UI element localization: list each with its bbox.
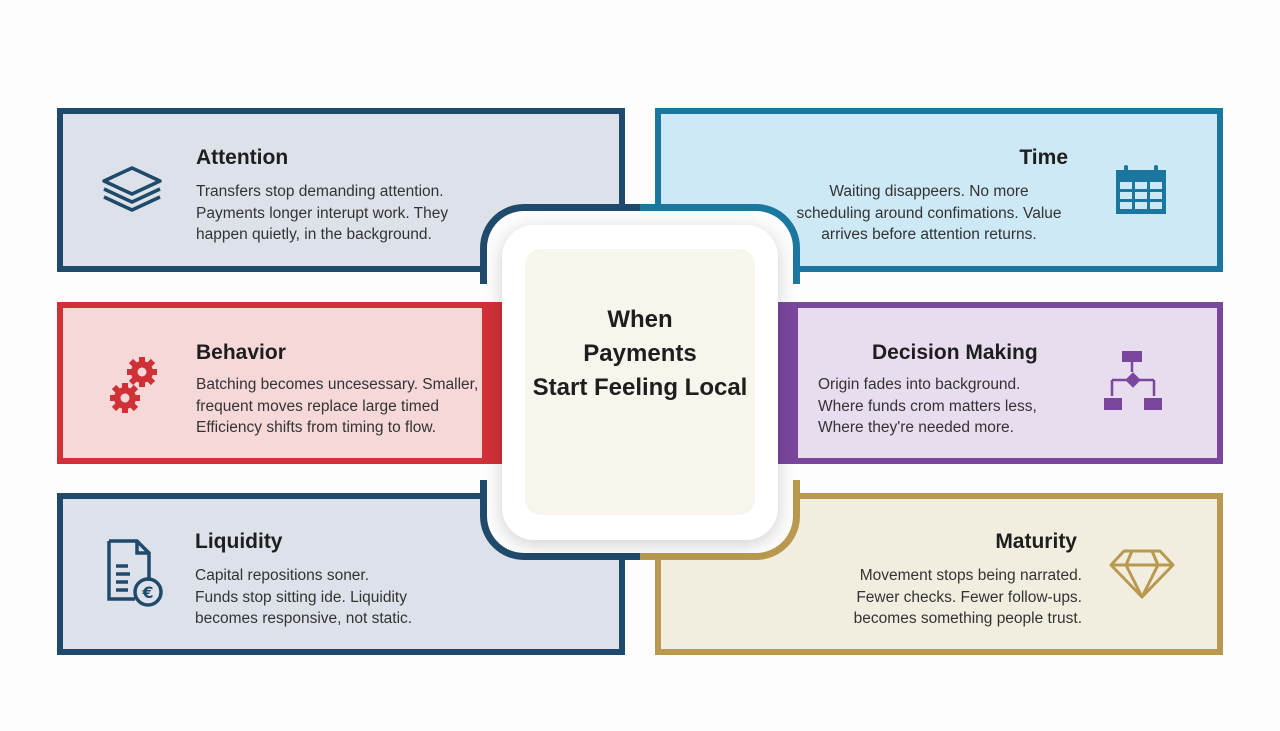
layers-icon xyxy=(102,166,162,212)
card-description: Batching becomes uncesessary. Smaller,fr… xyxy=(196,376,479,436)
document-currency-icon: € xyxy=(107,539,163,607)
card-description: Movement stops being narrated.Fewer chec… xyxy=(853,567,1082,627)
card-title: Decision Making xyxy=(872,341,1038,364)
card-attention xyxy=(57,108,625,272)
card-title: Maturity xyxy=(995,530,1077,553)
card-description: Origin fades into background.Where funds… xyxy=(818,376,1037,436)
calendar-icon xyxy=(1116,165,1166,214)
center-panel xyxy=(525,249,755,515)
svg-text:€: € xyxy=(141,583,153,602)
flowchart-icon xyxy=(1104,351,1162,410)
gears-icon xyxy=(110,357,157,413)
card-title: Time xyxy=(1019,146,1068,169)
card-title: Behavior xyxy=(196,341,286,364)
card-decision-making xyxy=(778,302,1223,464)
card-description: Transfers stop demanding attention.Payme… xyxy=(196,183,449,243)
card-title: Liquidity xyxy=(195,530,283,553)
diamond-icon xyxy=(1109,549,1175,599)
card-title: Attention xyxy=(196,146,289,169)
card-description: Capital repositions soner.Funds stop sit… xyxy=(195,567,413,627)
